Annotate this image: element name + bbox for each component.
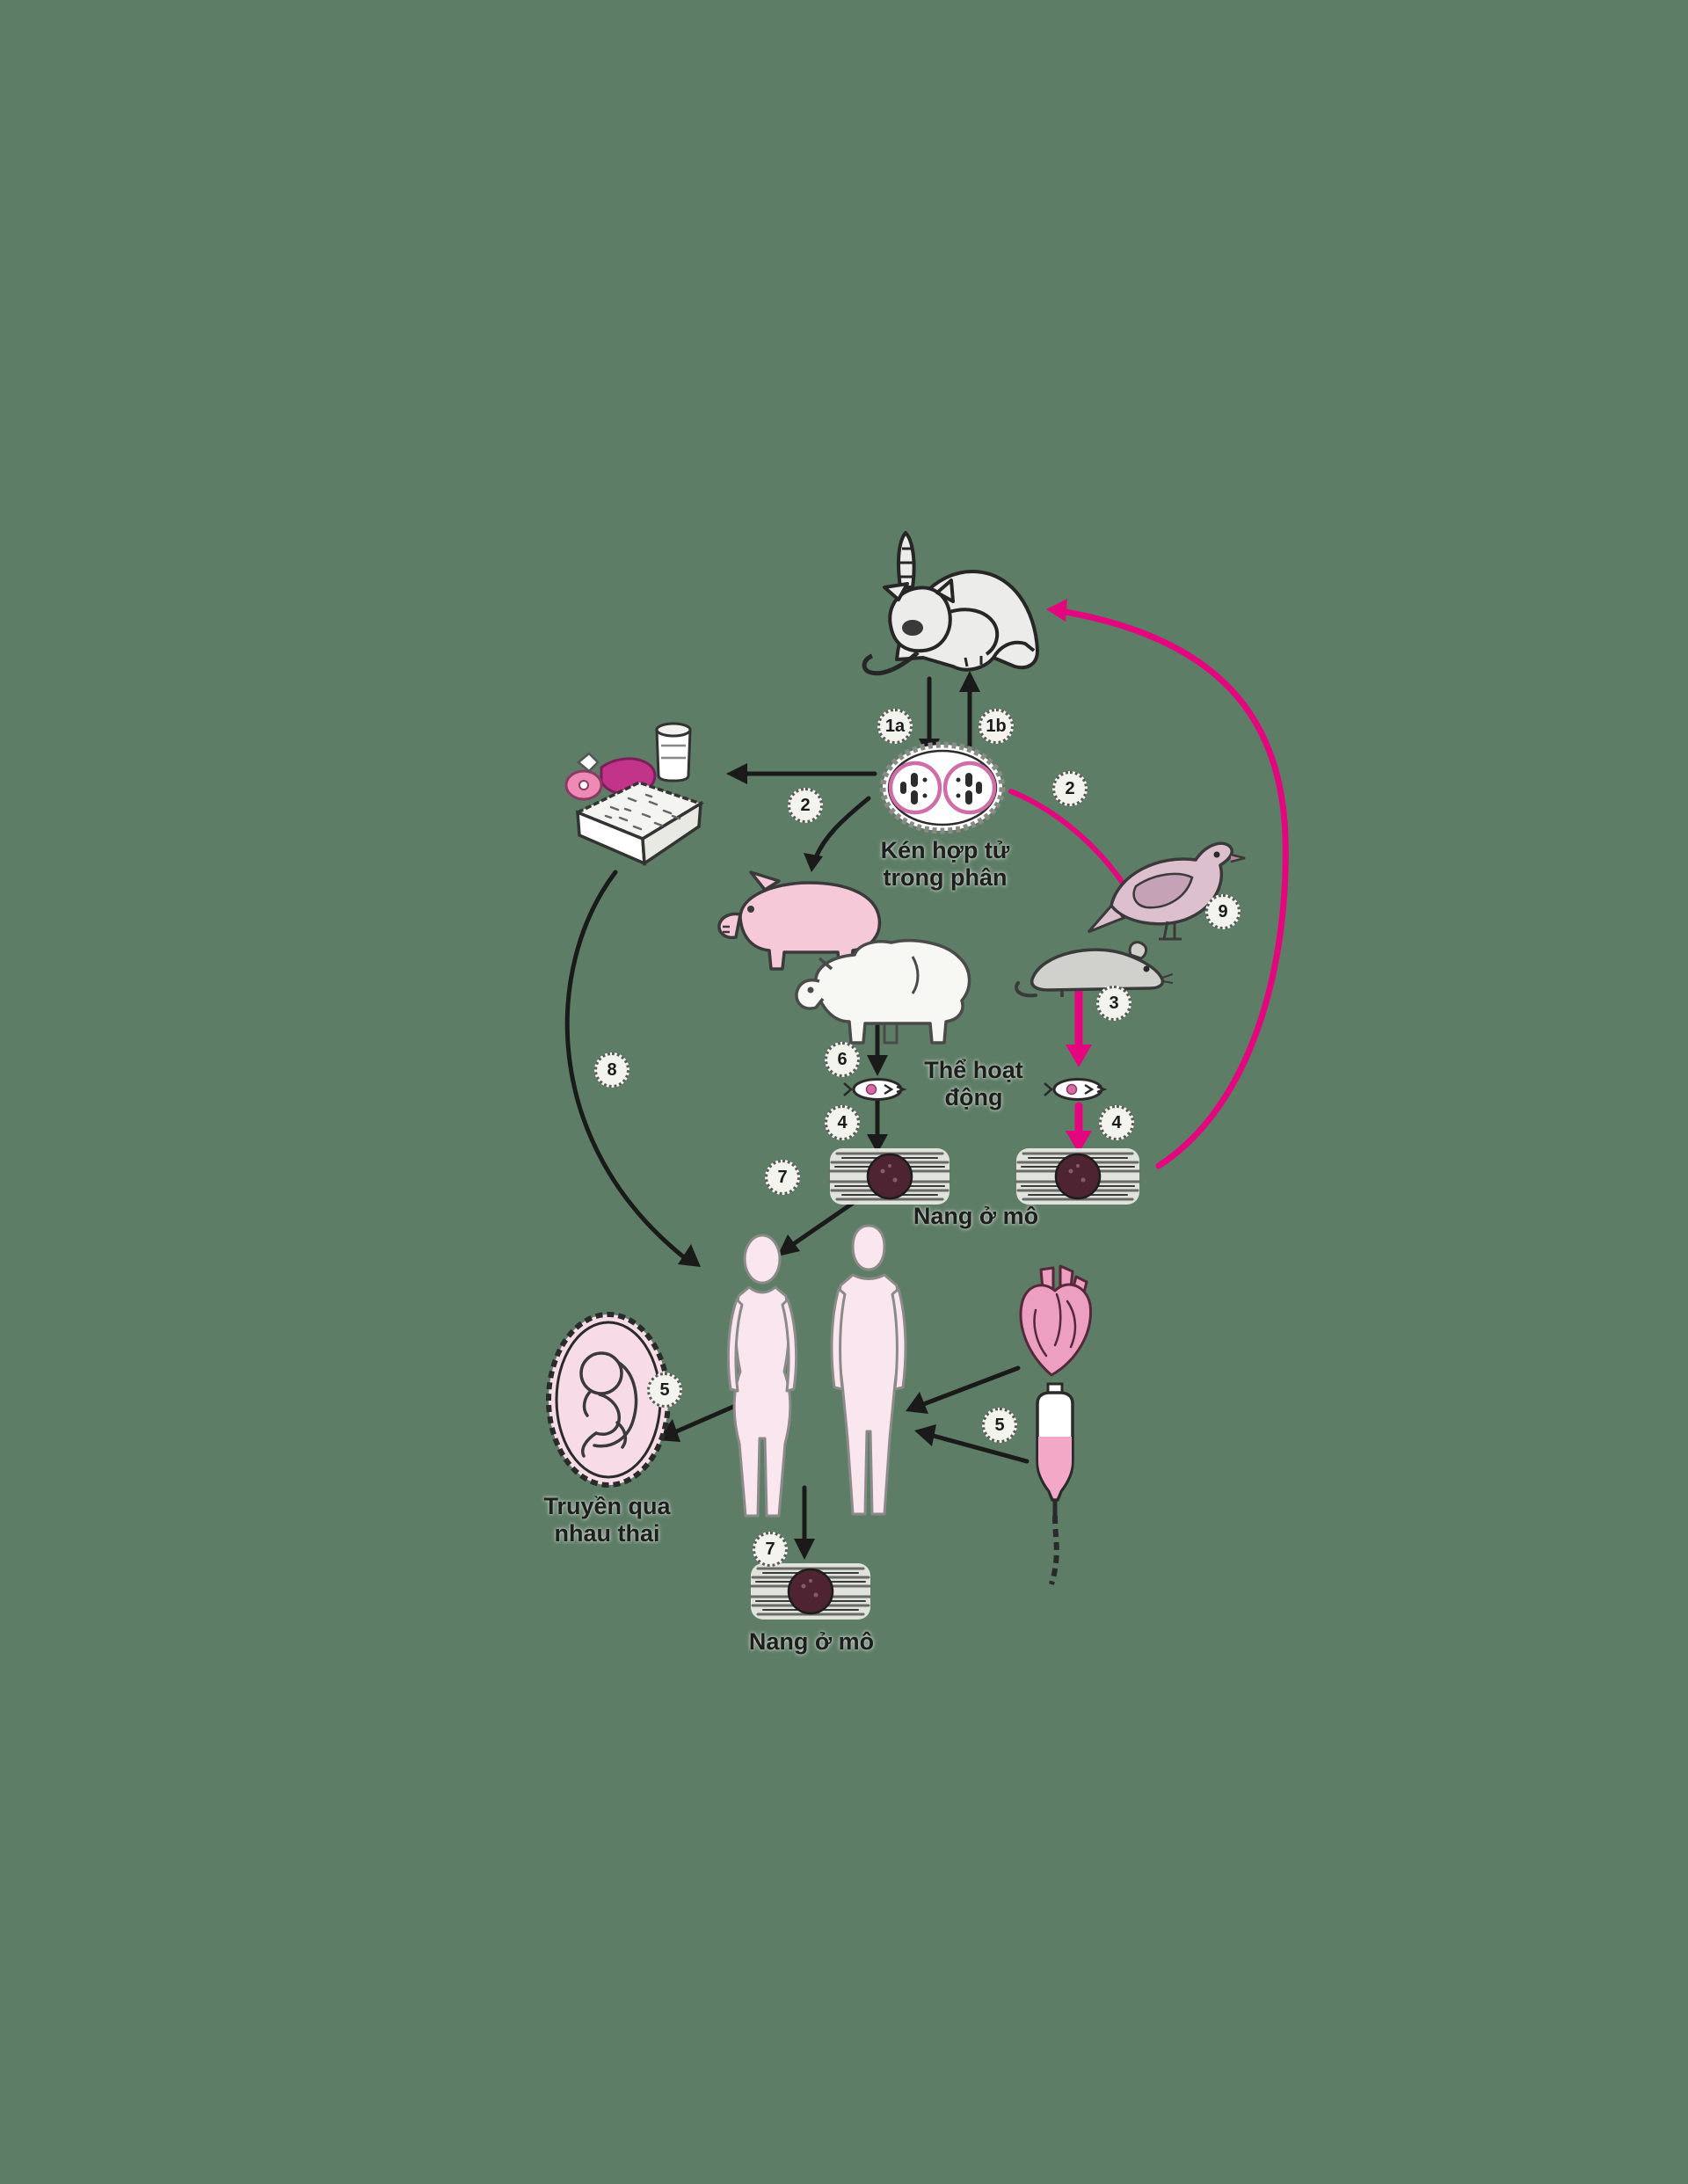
- pig-icon: [710, 863, 897, 979]
- tissue-cyst-human-label: Nang ở mô: [748, 1628, 875, 1655]
- litter-tray-icon: [567, 772, 709, 870]
- step-badge-7-human-cyst: 7: [753, 1532, 788, 1567]
- arrow-heart-to-man: [919, 1365, 1021, 1408]
- arrow-cyst-to-cat-curve: [1062, 608, 1289, 1169]
- muscle-cyst-icon: [1011, 1143, 1145, 1210]
- step-badge-2-bird: 2: [1052, 771, 1088, 806]
- step-badge-7-meat: 7: [765, 1160, 800, 1195]
- step-badge-9: 9: [1205, 894, 1241, 929]
- step-badge-4-left: 4: [825, 1105, 860, 1140]
- cat-icon: [862, 526, 1064, 702]
- tachyzoite-icon: [842, 1073, 913, 1106]
- step-badge-8: 8: [594, 1052, 629, 1088]
- placenta-label: Truyền qua nhau thai: [543, 1493, 671, 1547]
- can-icon: [652, 719, 695, 783]
- muscle-cyst-icon: [825, 1143, 955, 1210]
- arrow-oocyst-to-bird: [1008, 789, 1133, 898]
- oocyst-icon: [879, 741, 1007, 834]
- fetus-icon: [543, 1310, 673, 1491]
- tachyzoite-icon: [1043, 1073, 1113, 1106]
- tissue-cyst-animals-label: Nang ở mô: [913, 1203, 1039, 1229]
- step-badge-4-right: 4: [1099, 1105, 1134, 1140]
- sheep-icon: [781, 930, 993, 1055]
- step-badge-1b: 1b: [979, 709, 1014, 744]
- step-badge-3: 3: [1096, 986, 1131, 1021]
- arrow-bloodbag-to-man: [928, 1432, 1030, 1464]
- tachyzoite-label: Thể hoạt động: [924, 1057, 1023, 1111]
- step-badge-5-transfusion: 5: [982, 1408, 1017, 1443]
- blood-bag-icon: [1022, 1382, 1088, 1589]
- muscle-cyst-icon: [746, 1558, 876, 1625]
- oocyst-label: Kén hợp tử trong phân: [880, 837, 1010, 892]
- heart-icon: [1011, 1264, 1102, 1387]
- step-badge-6: 6: [825, 1042, 860, 1077]
- step-badge-1a: 1a: [877, 709, 913, 744]
- arrow-oocyst-to-pig: [813, 796, 871, 860]
- man-icon: [807, 1220, 930, 1525]
- rodent-icon: [1009, 928, 1175, 1001]
- arrow-litter-to-human-curve: [564, 870, 687, 1260]
- woman-icon: [702, 1233, 823, 1523]
- bird-icon: [1083, 819, 1252, 953]
- step-badge-5-fetus: 5: [647, 1372, 682, 1408]
- arrow-cyst-to-human: [787, 1198, 860, 1249]
- meat-icon: [563, 750, 659, 804]
- step-badge-2-litter: 2: [788, 788, 823, 823]
